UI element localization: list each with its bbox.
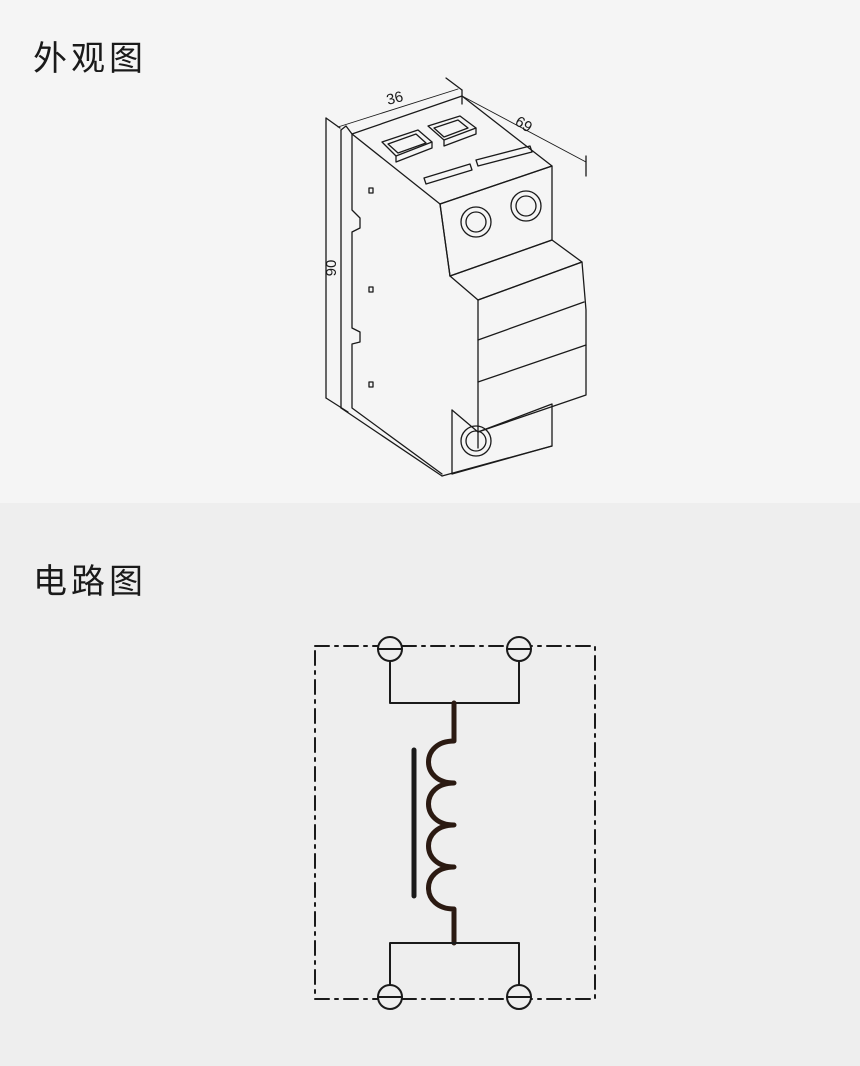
dimension-width-label: 36 bbox=[385, 88, 406, 109]
terminal-window-2 bbox=[427, 115, 477, 147]
enclosure-boundary bbox=[314, 645, 596, 1000]
bottom-bus bbox=[389, 942, 520, 986]
terminal-bottom-right bbox=[506, 984, 532, 1010]
circuit-diagram bbox=[314, 636, 596, 1010]
terminal-window-1 bbox=[381, 129, 433, 163]
terminal-top-right bbox=[506, 636, 532, 662]
device-drawing: 36 69 90 bbox=[323, 77, 587, 477]
inductor-coil bbox=[426, 700, 457, 946]
dimension-width: 36 bbox=[325, 77, 463, 129]
screw-terminal-top-right bbox=[510, 190, 542, 222]
appearance-section: 外观图 36 69 90 bbox=[0, 0, 860, 503]
indicator-slots bbox=[423, 145, 533, 185]
terminal-bottom-left bbox=[377, 984, 403, 1010]
dimension-height-label: 90 bbox=[323, 260, 340, 277]
appearance-title: 外观图 bbox=[33, 39, 147, 79]
dimension-depth: 69 bbox=[461, 89, 587, 177]
circuit-title: 电路图 bbox=[33, 562, 147, 602]
terminal-top-left bbox=[377, 636, 403, 662]
dimension-depth-label: 69 bbox=[512, 113, 535, 136]
top-bus bbox=[389, 660, 520, 704]
device-body bbox=[340, 95, 587, 477]
screw-terminal-top-left bbox=[460, 206, 492, 238]
circuit-section: 电路图 bbox=[0, 503, 860, 1066]
screw-terminal-bottom bbox=[460, 425, 492, 457]
dimension-height: 90 bbox=[323, 117, 349, 413]
